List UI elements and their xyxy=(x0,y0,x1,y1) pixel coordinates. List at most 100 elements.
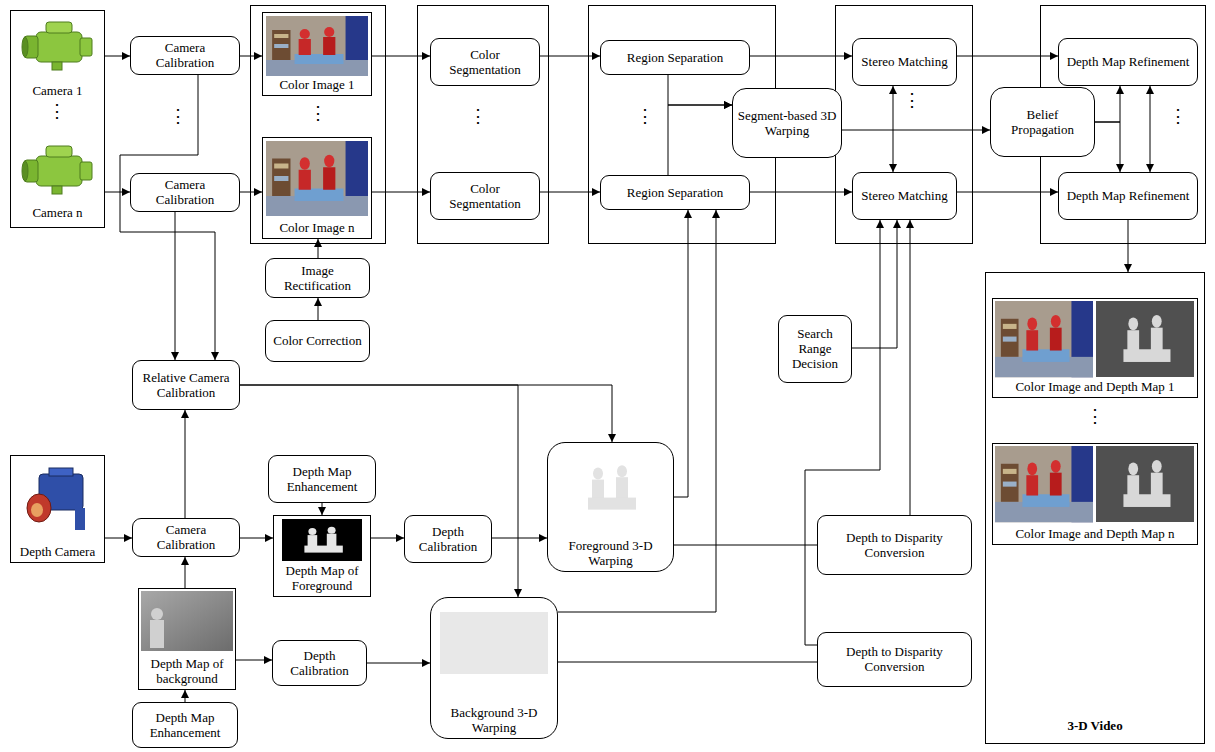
node-text: Depth Map Enhancement xyxy=(273,464,371,494)
picture-box: Color Image 1 xyxy=(262,12,372,96)
node-text: Segment-based 3D Warping xyxy=(737,108,837,138)
node-text: Image Rectification xyxy=(270,263,365,293)
node-text: Depth Map of background xyxy=(143,656,231,686)
depth-camera-glass xyxy=(31,503,43,517)
color-image xyxy=(266,16,368,76)
node-text: Color Correction xyxy=(273,333,361,348)
connector xyxy=(852,220,897,348)
ellipsis-label: ⋮ xyxy=(309,103,327,123)
connector xyxy=(668,75,732,105)
connector xyxy=(371,538,404,539)
depth-silhouette xyxy=(1123,315,1170,362)
connector xyxy=(105,538,132,539)
process-box: Color Correction xyxy=(265,320,370,362)
process-box: Depth to Disparity Conversion xyxy=(817,632,972,687)
depth-image xyxy=(282,519,362,561)
connector xyxy=(185,557,186,588)
node-text: Camera Calibration xyxy=(137,522,235,552)
connector xyxy=(1095,86,1120,122)
connector xyxy=(318,298,319,320)
process-box: Depth Map Refinement xyxy=(1058,172,1198,220)
connector xyxy=(120,75,215,360)
picture-box: 3-D VideoColor Image and Depth Map 1Colo… xyxy=(985,272,1205,744)
node-text: Depth Map of Foreground xyxy=(278,563,366,593)
background-object xyxy=(151,608,163,620)
color-image xyxy=(995,301,1093,377)
ellipsis-label: ⋮ xyxy=(48,101,66,121)
connector xyxy=(674,210,688,497)
color-image xyxy=(266,141,368,216)
node-text: Depth Calibration xyxy=(409,524,487,554)
node-text: Foreground 3-D Warping xyxy=(552,538,669,568)
process-box: Depth Calibration xyxy=(272,640,367,686)
node-text: Background 3-D Warping xyxy=(435,705,553,735)
depth-silhouette xyxy=(1123,460,1170,507)
process-box: Search Range Decision xyxy=(778,315,852,383)
process-box: Camera Calibration xyxy=(132,518,240,557)
node-text: Belief Propagation xyxy=(995,107,1090,137)
ellipsis-label: ⋮ xyxy=(636,106,654,126)
connector xyxy=(750,56,852,57)
connector xyxy=(175,212,176,360)
ellipsis-label: ⋮ xyxy=(1169,106,1187,126)
background-depth-image xyxy=(141,591,233,651)
picture-box: Depth Map of background xyxy=(138,588,236,690)
depth-camera-stand xyxy=(75,508,85,530)
node-text: Depth to Disparity Conversion xyxy=(822,530,967,560)
connector xyxy=(805,220,880,645)
connector xyxy=(842,130,990,131)
connector xyxy=(957,192,1058,193)
connector xyxy=(240,192,262,193)
node-text: Camera Calibration xyxy=(135,177,235,207)
connector xyxy=(105,192,130,193)
process-box: Camera Calibration xyxy=(130,173,240,212)
ellipsis-label: ⋮ xyxy=(469,106,487,126)
process-box: Camera Calibration xyxy=(130,36,240,75)
process-box: Region Separation xyxy=(600,40,750,75)
depth-silhouette xyxy=(304,527,342,553)
group-frames xyxy=(251,6,1206,244)
connector xyxy=(367,663,430,664)
connector xyxy=(492,538,547,539)
background-object xyxy=(150,620,164,648)
node-text: Relative Camera Calibration xyxy=(137,370,235,400)
node-text: Depth Calibration xyxy=(277,648,362,678)
node-text: Depth Map Refinement xyxy=(1067,188,1190,203)
process-box: Stereo Matching xyxy=(852,172,957,220)
picture-box: Depth Camera xyxy=(10,455,105,563)
warped-silhouette xyxy=(588,465,636,509)
process-box: Belief Propagation xyxy=(990,87,1095,157)
node-text: 3-D Video xyxy=(1067,718,1122,733)
process-box: Depth Map Enhancement xyxy=(132,702,238,748)
connector xyxy=(750,192,852,193)
picture-box: Background 3-D Warping xyxy=(430,597,558,739)
process-box: Region Separation xyxy=(600,175,750,210)
connector xyxy=(185,690,186,702)
connector xyxy=(1095,122,1120,172)
image-ground xyxy=(995,301,1093,377)
depth-camera-top xyxy=(49,468,73,476)
color-image xyxy=(995,446,1093,522)
node-text: Camera n xyxy=(32,205,82,220)
process-box: Stereo Matching xyxy=(852,38,957,86)
picture-box: Depth Map of Foreground xyxy=(273,515,371,597)
process-box: Depth Map Enhancement xyxy=(268,455,376,503)
connector xyxy=(240,385,612,442)
node-text: Region Separation xyxy=(627,50,723,65)
node-text: Color Segmentation xyxy=(435,47,535,77)
process-box: Depth to Disparity Conversion xyxy=(817,515,972,575)
node-text: Color Image 1 xyxy=(279,77,354,92)
group-frame xyxy=(418,6,549,244)
process-box: Color Segmentation xyxy=(430,172,540,220)
warped-background xyxy=(440,612,548,674)
node-text: Camera 1 xyxy=(32,83,82,98)
process-box: Image Rectification xyxy=(265,258,370,298)
connector xyxy=(372,56,430,57)
connector xyxy=(240,385,518,597)
connector xyxy=(236,660,272,661)
depth-camera-icon xyxy=(27,468,85,530)
process-box: Color Segmentation xyxy=(430,38,540,86)
node-text: Depth Camera xyxy=(20,544,95,559)
process-box: Depth Map Refinement xyxy=(1058,38,1198,86)
